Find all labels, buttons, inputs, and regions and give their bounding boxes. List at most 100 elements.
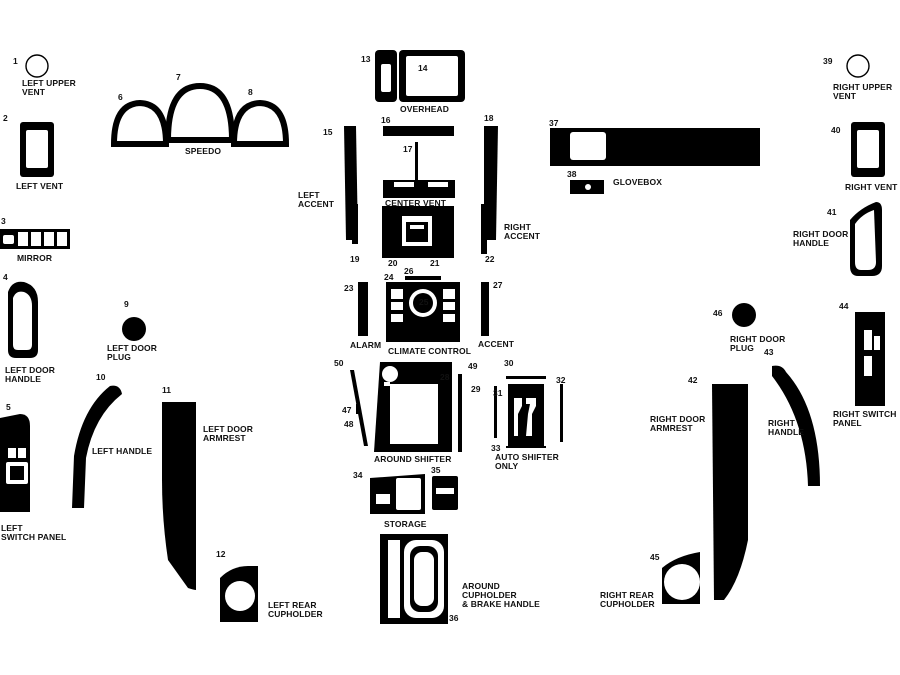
part-number-50: 50: [334, 358, 344, 368]
part-19-accent: [352, 204, 358, 244]
part-number-36: 36: [449, 613, 459, 623]
part-31-auto-shifter: [508, 384, 544, 446]
part-47-trim: [356, 404, 360, 414]
part-33-trim: [506, 446, 546, 448]
part-number-40: 40: [831, 125, 841, 135]
part-22-accent: [481, 204, 487, 254]
label-left-upper-vent: LEFT UPPER VENT: [22, 78, 76, 97]
part-number-41: 41: [827, 207, 837, 217]
part-number-15: 15: [323, 127, 333, 137]
part-number-2: 2: [3, 113, 8, 123]
part-number-24: 24: [384, 272, 394, 282]
part-number-22: 22: [485, 254, 495, 264]
label-left-vent: LEFT VENT: [16, 181, 64, 191]
label-left-door-handle: LEFT DOOR HANDLE: [5, 365, 56, 384]
label-right-accent: RIGHT ACCENT: [504, 222, 541, 241]
part-number-1: 1: [13, 56, 18, 66]
part-number-32: 32: [556, 375, 566, 385]
label-around-shifter: AROUND SHIFTER: [374, 454, 452, 464]
part-number-10: 10: [96, 372, 106, 382]
label-left-door-plug: LEFT DOOR PLUG: [107, 343, 158, 362]
part-number-35: 35: [431, 465, 441, 475]
label-right-handle: RIGHT HANDLE: [768, 418, 805, 437]
part-9-left-door-plug: [122, 317, 146, 341]
label-left-rear-cupholder: LEFT REAR CUPHOLDER: [268, 600, 323, 619]
part-number-16: 16: [381, 115, 391, 125]
label-right-upper-vent: RIGHT UPPER VENT: [833, 82, 893, 101]
part-number-45: 45: [650, 552, 660, 562]
part-49-trim: [458, 374, 462, 452]
part-42-right-door-armrest: [712, 384, 748, 600]
part-7-speedo: [110, 82, 290, 147]
part-number-33: 33: [491, 443, 501, 453]
part-number-18: 18: [484, 113, 494, 123]
part-number-5: 5: [6, 402, 11, 412]
part-39-right-upper-vent: [846, 54, 870, 78]
part-number-6: 6: [118, 92, 123, 102]
label-storage: STORAGE: [384, 519, 427, 529]
part-number-39: 39: [823, 56, 833, 66]
label-right-switch-panel: RIGHT SWITCH PANEL: [833, 409, 897, 428]
label-auto-shifter-only: AUTO SHIFTER ONLY: [495, 452, 559, 471]
part-29-trim: [494, 386, 497, 438]
part-17-stem: [415, 142, 418, 182]
part-23-alarm: [358, 282, 368, 336]
part-number-20: 20: [388, 258, 398, 268]
part-number-3: 3: [1, 216, 6, 226]
part-11-left-door-armrest: [162, 402, 196, 590]
part-number-42: 42: [688, 375, 698, 385]
part-number-23: 23: [344, 283, 354, 293]
part-46-right-door-plug: [732, 303, 756, 327]
part-number-21: 21: [430, 258, 440, 268]
label-right-door-armrest: RIGHT DOOR ARMREST: [650, 414, 706, 433]
part-number-26: 26: [404, 266, 414, 276]
part-number-43: 43: [764, 347, 774, 357]
part-number-34: 34: [353, 470, 363, 480]
part-number-37: 37: [549, 118, 559, 128]
part-1-left-upper-vent: [25, 54, 49, 78]
part-number-48: 48: [344, 419, 354, 429]
part-10-left-handle: [72, 385, 122, 508]
label-accent: ACCENT: [478, 339, 515, 349]
part-number-12: 12: [216, 549, 226, 559]
part-18-right-accent: [484, 126, 498, 240]
label-around-cupholder: AROUND CUPHOLDER & BRAKE HANDLE: [462, 581, 540, 609]
label-right-door-plug: RIGHT DOOR PLUG: [730, 334, 786, 353]
part-number-38: 38: [567, 169, 577, 179]
part-number-30: 30: [504, 358, 514, 368]
part-16-strip: [383, 126, 454, 136]
part-number-49: 49: [468, 361, 478, 371]
part-number-29: 29: [471, 384, 481, 394]
part-number-31: 31: [493, 388, 503, 398]
part-number-25: 25: [419, 297, 429, 307]
label-left-accent: LEFT ACCENT: [298, 190, 335, 209]
part-number-11: 11: [162, 385, 171, 395]
part-number-47: 47: [342, 405, 352, 415]
label-left-switch-panel: LEFT SWITCH PANEL: [1, 523, 67, 542]
part-number-44: 44: [839, 301, 849, 311]
part-number-46: 46: [713, 308, 723, 318]
label-mirror: MIRROR: [17, 253, 53, 263]
part-number-8: 8: [248, 87, 253, 97]
label-right-rear-cupholder: RIGHT REAR CUPHOLDER: [600, 590, 655, 609]
label-alarm: ALARM: [350, 340, 382, 350]
part-number-19: 19: [350, 254, 360, 264]
part-43-right-handle: [772, 365, 820, 486]
part-32-trim: [560, 384, 563, 442]
part-number-7: 7: [176, 72, 181, 82]
label-speedo: SPEEDO: [185, 146, 222, 156]
part-number-4: 4: [3, 272, 8, 282]
label-right-vent: RIGHT VENT: [845, 182, 898, 192]
part-27-accent: [481, 282, 489, 336]
label-left-handle: LEFT HANDLE: [92, 446, 153, 456]
label-center-vent: CENTER VENT: [385, 198, 447, 208]
part-number-14: 14: [418, 63, 428, 73]
label-right-door-handle: RIGHT DOOR HANDLE: [793, 229, 849, 248]
part-30-trim: [506, 376, 546, 379]
part-number-13: 13: [361, 54, 371, 64]
part-number-27: 27: [493, 280, 503, 290]
label-climate-control: CLIMATE CONTROL: [388, 346, 472, 356]
part-number-17: 17: [403, 144, 413, 154]
